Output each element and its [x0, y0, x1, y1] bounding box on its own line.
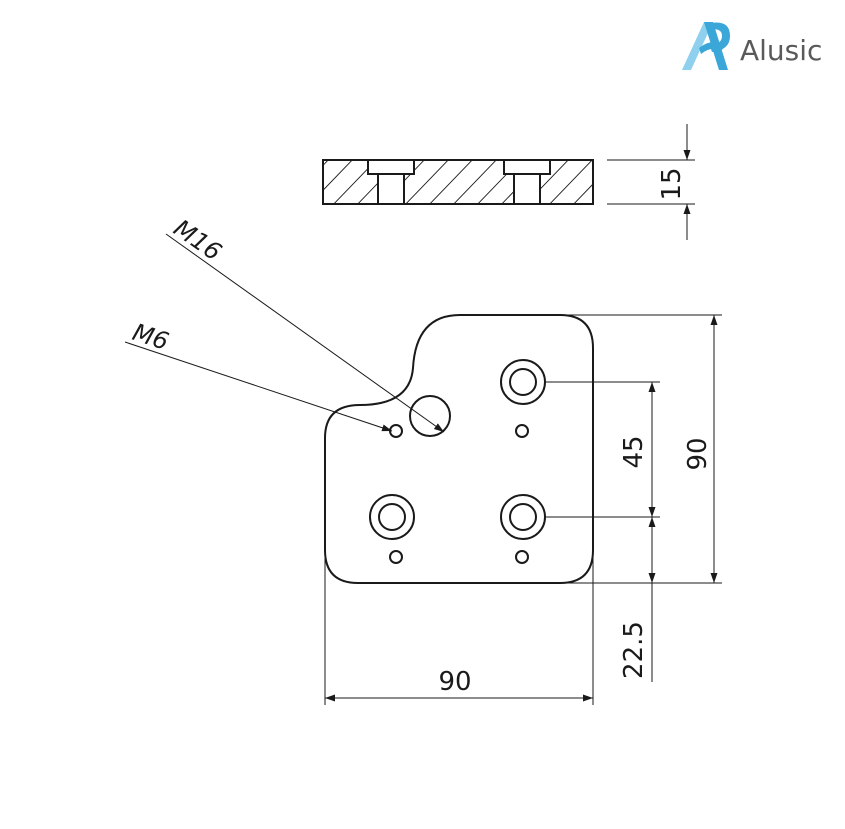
dimension-height: 90: [683, 315, 718, 583]
hole-offset-label: 22.5: [619, 621, 649, 679]
section-outline: [322, 159, 594, 205]
brand-mark-icon: [682, 22, 730, 70]
hatch-line: [323, 160, 335, 204]
dimension-hole-spacing: 45: [619, 382, 656, 517]
callout-m6: M6: [124, 318, 393, 432]
hole-spacing-label: 45: [619, 435, 649, 468]
m16-hole: [409, 395, 451, 437]
hatch-line: [567, 160, 593, 204]
brand-logo: Alusic: [682, 22, 822, 70]
callout-m16-label: M16: [169, 214, 227, 266]
dimension-hole-offset: 22.5: [619, 517, 656, 682]
thickness-label: 15: [657, 167, 687, 200]
hatch-line: [447, 160, 503, 204]
plate-outline: [324, 314, 594, 584]
m6-hole-right-upper: [515, 424, 529, 438]
hatch-line: [327, 160, 383, 204]
dimension-width: 90: [325, 667, 593, 702]
width-label: 90: [438, 667, 471, 697]
side-section-view: 15: [322, 124, 695, 240]
brand-name: Alusic: [740, 34, 822, 67]
hatch-line: [323, 160, 359, 204]
counterbore-right: [503, 160, 551, 204]
counterbore-hole-bottom-left: [369, 494, 415, 540]
hatch-line: [543, 160, 593, 204]
hatch-line: [423, 160, 479, 204]
section-hatching: [323, 160, 593, 204]
height-label: 90: [683, 437, 713, 470]
callout-m6-label: M6: [129, 318, 172, 356]
hatch-line: [591, 160, 593, 204]
hatch-line: [399, 160, 455, 204]
top-plan-view: M16 M6 90 45 22.5: [124, 214, 722, 705]
counterbore-hole-bottom-right: [500, 494, 546, 540]
counterbore-left: [367, 160, 415, 204]
counterbore-hole-top-right: [500, 359, 546, 405]
m6-hole-right-lower: [515, 550, 529, 564]
m6-hole-left-lower: [389, 550, 403, 564]
callout-m16: M16: [165, 214, 445, 433]
hatch-line: [471, 160, 527, 204]
hatch-line: [519, 160, 575, 204]
